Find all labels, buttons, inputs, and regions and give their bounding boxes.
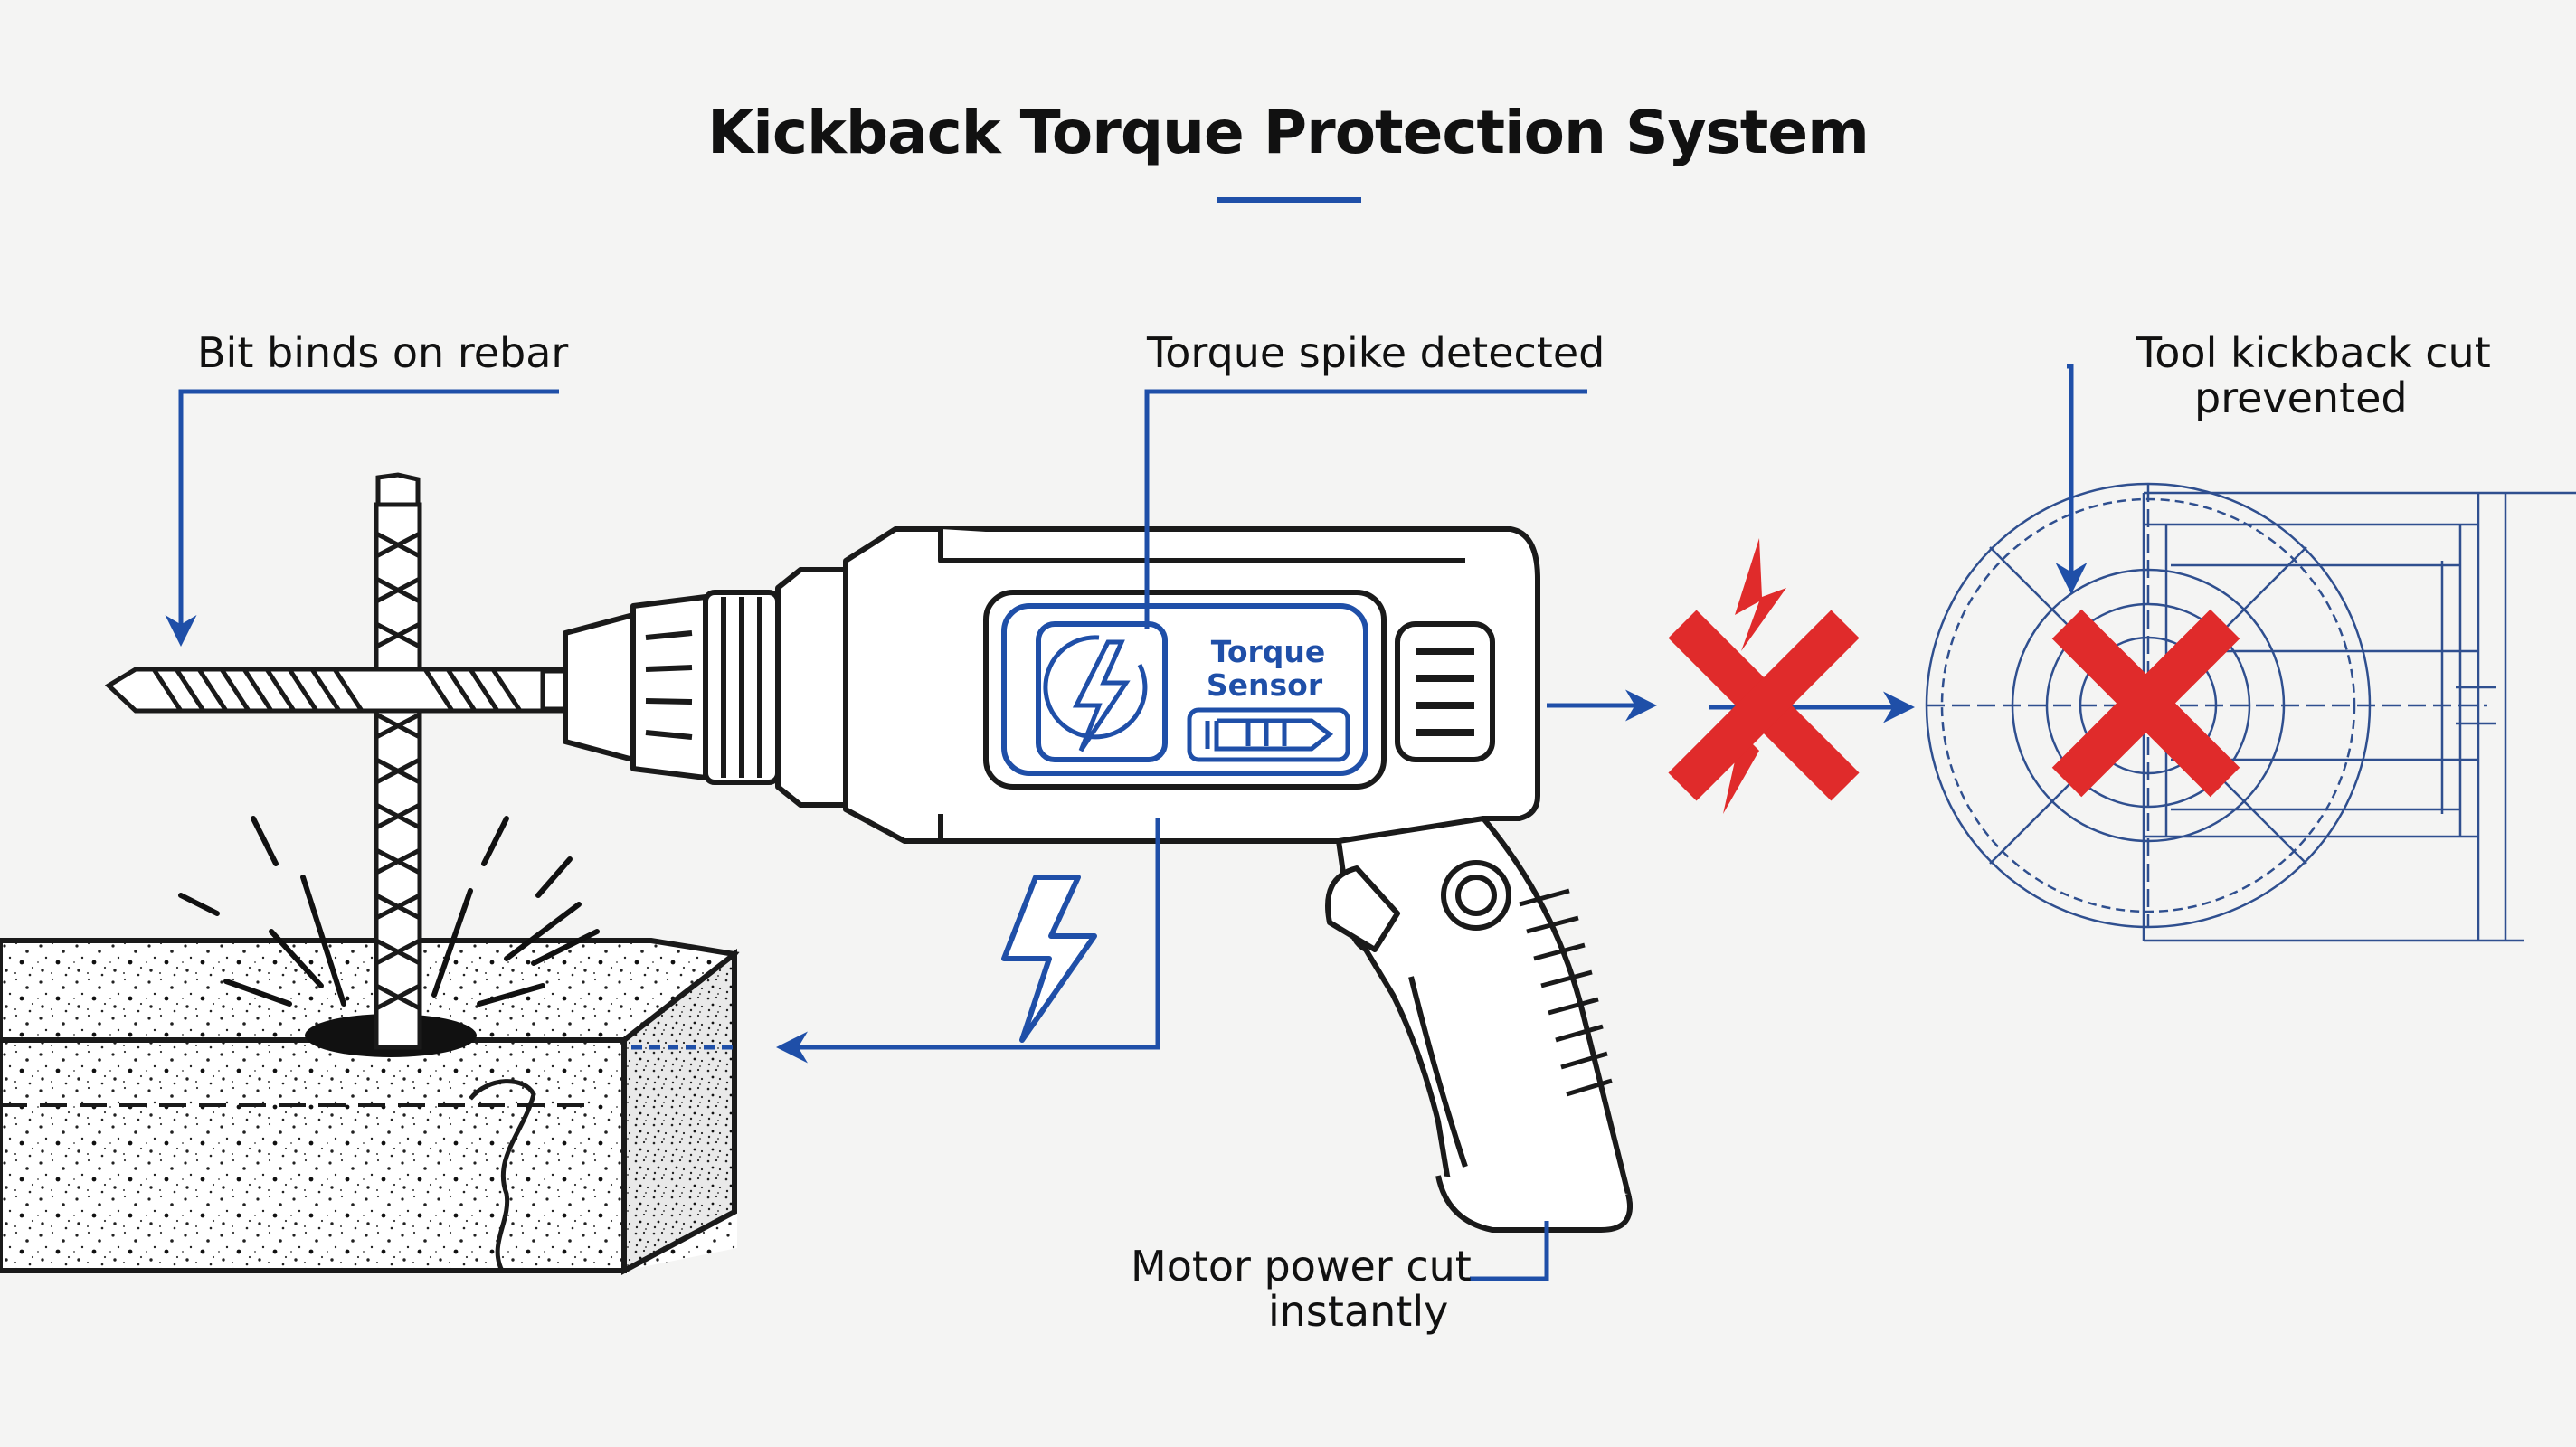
blueprint-schematic bbox=[1925, 482, 2576, 942]
red-x-icon bbox=[1668, 538, 1860, 814]
connector-lines bbox=[165, 364, 2088, 1281]
title-underline bbox=[1217, 197, 1361, 203]
label-kickback-line1: Tool kickback cut bbox=[2136, 328, 2491, 377]
horizontal-drill-bit bbox=[104, 667, 573, 714]
label-torque-spike: Torque spike detected bbox=[1147, 328, 1605, 377]
lightning-bolt-icon bbox=[1001, 875, 1097, 1043]
vertical-drill-bit bbox=[374, 472, 422, 1050]
page-title: Kickback Torque Protection System bbox=[707, 98, 1870, 167]
sensor-lightning-icon bbox=[1072, 639, 1131, 752]
motor-cut-leader bbox=[1470, 1221, 1549, 1281]
bit-binds-leader bbox=[165, 389, 559, 647]
sensor-label-line1: Torque bbox=[1210, 634, 1326, 669]
label-bit-binds: Bit binds on rebar bbox=[197, 328, 569, 377]
concrete-block bbox=[0, 816, 740, 1275]
feedback-arrow bbox=[776, 818, 1160, 1064]
label-motor-line1: Motor power cut bbox=[1131, 1242, 1472, 1291]
label-motor-line2: instantly bbox=[1268, 1287, 1449, 1336]
sensor-label-line2: Sensor bbox=[1206, 667, 1323, 703]
torque-spike-leader bbox=[1144, 389, 1587, 629]
red-x-icon bbox=[2051, 609, 2240, 798]
kickback-leader bbox=[2055, 364, 2088, 594]
label-kickback-line2: prevented bbox=[2194, 374, 2408, 422]
torque-sensor-panel bbox=[1001, 603, 1368, 776]
